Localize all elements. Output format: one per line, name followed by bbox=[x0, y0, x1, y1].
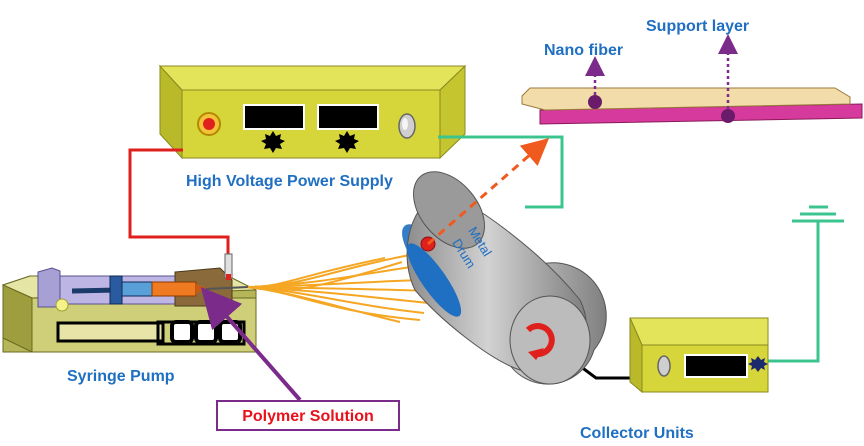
green-wire-supply bbox=[438, 135, 564, 209]
voltage-display-1 bbox=[243, 104, 305, 130]
collector-unit bbox=[629, 317, 769, 394]
voltage-display-2 bbox=[317, 104, 379, 130]
polymer-solution-label: Polymer Solution bbox=[242, 408, 374, 425]
support-layer-marker bbox=[721, 109, 735, 123]
collector-terminal bbox=[657, 355, 671, 377]
nano-fiber-label: Nano fiber bbox=[544, 42, 624, 59]
collector-display bbox=[684, 354, 748, 378]
support-layer-label: Support layer bbox=[646, 18, 750, 35]
knob-icon bbox=[261, 131, 285, 153]
jet-trajectory-arrow bbox=[427, 138, 550, 246]
nano-fiber-marker bbox=[588, 95, 602, 109]
knob-icon bbox=[335, 131, 359, 153]
collector-units-label: Collector Units bbox=[580, 425, 694, 442]
polymer-solution-box: Polymer Solution bbox=[216, 400, 400, 431]
red-wire bbox=[128, 148, 230, 255]
green-wire-collector bbox=[767, 221, 820, 363]
knob-icon bbox=[748, 356, 768, 372]
pump-display bbox=[56, 321, 165, 343]
spinning-fibers bbox=[247, 254, 431, 323]
high-voltage-power-supply bbox=[158, 64, 467, 160]
syringe-pump-label: Syringe Pump bbox=[67, 368, 175, 385]
nano-fiber-layer bbox=[521, 87, 851, 111]
rotation-arrow-icon bbox=[525, 323, 555, 360]
high-voltage-label: High Voltage Power Supply bbox=[186, 173, 393, 190]
ground-symbol-icon bbox=[792, 205, 844, 223]
